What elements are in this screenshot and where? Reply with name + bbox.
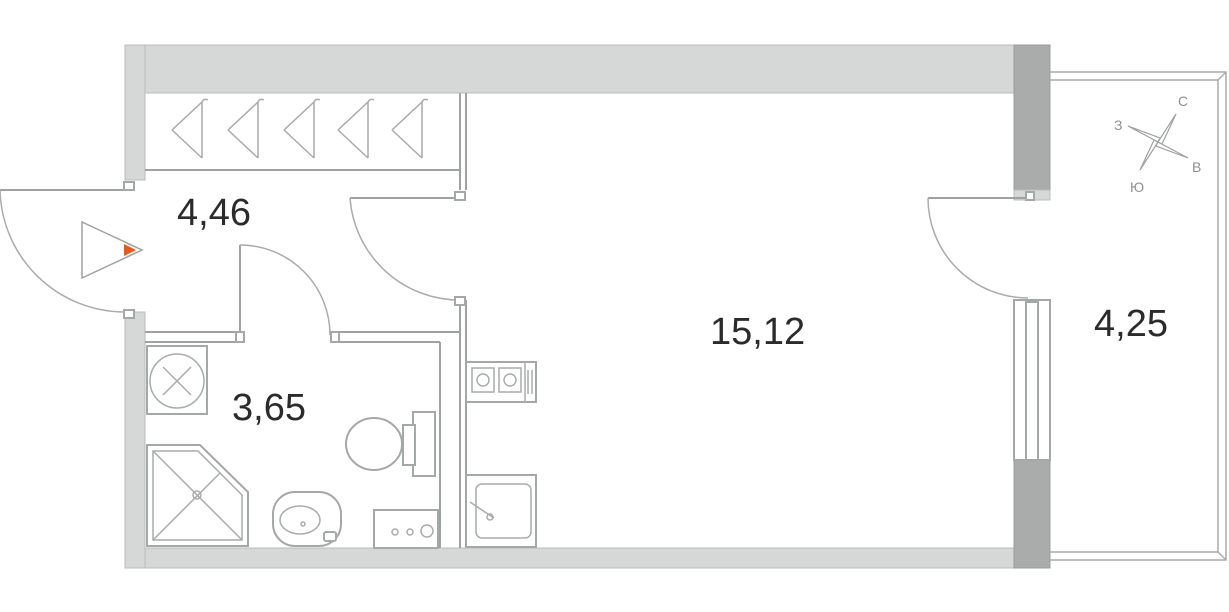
stove: [465, 361, 537, 403]
hanger-icon: [283, 98, 321, 159]
compass-north-label: С: [1178, 93, 1188, 109]
doors: [0, 181, 1035, 343]
compass-east-label: В: [1192, 159, 1201, 175]
compass-needle-north: [1157, 113, 1177, 145]
hanger-icon: [171, 98, 209, 159]
living-room-door: [349, 191, 466, 306]
window: [1013, 299, 1051, 461]
top-wall: [124, 44, 1051, 94]
compass-needle-south: [1139, 139, 1159, 171]
toilet: [345, 411, 436, 477]
compass-west-label: З: [1114, 117, 1122, 133]
boiler-panel: [373, 509, 439, 549]
compass: С В Ю З: [1114, 93, 1201, 195]
washing-machine: [146, 345, 208, 415]
balcony: [1050, 71, 1227, 561]
area-labels: 4,46 3,65 15,12 4,25: [177, 192, 1168, 429]
right-wall-upper: [1013, 44, 1051, 191]
right-wall-lower: [1013, 459, 1051, 569]
left-wall-lower: [124, 311, 146, 569]
kitchen-sink: [465, 474, 537, 548]
hanger-icon: [337, 98, 375, 159]
hanger-icon: [391, 98, 429, 159]
bottom-wall: [124, 547, 1051, 569]
entrance-door: [0, 181, 135, 319]
compass-south-label: Ю: [1130, 179, 1144, 195]
compass-needle-west: [1127, 125, 1161, 143]
left-wall-upper: [124, 44, 146, 181]
outer-walls: [124, 44, 1051, 569]
compass-needle-east: [1155, 141, 1189, 159]
balcony-area-label: 4,25: [1094, 303, 1168, 345]
living-room-area-label: 15,12: [710, 311, 805, 353]
kitchen-fixtures: [465, 361, 537, 548]
sink: [272, 491, 342, 547]
bathroom-fixtures: [146, 345, 439, 549]
wardrobe: [171, 98, 429, 159]
balcony-door: [927, 191, 1035, 299]
bathroom-door: [235, 244, 340, 343]
entrance-marker: [81, 220, 144, 280]
shower: [146, 444, 249, 547]
hall-area-label: 4,46: [177, 192, 251, 234]
bathroom-area-label: 3,65: [232, 387, 306, 429]
hanger-icon: [227, 98, 265, 159]
